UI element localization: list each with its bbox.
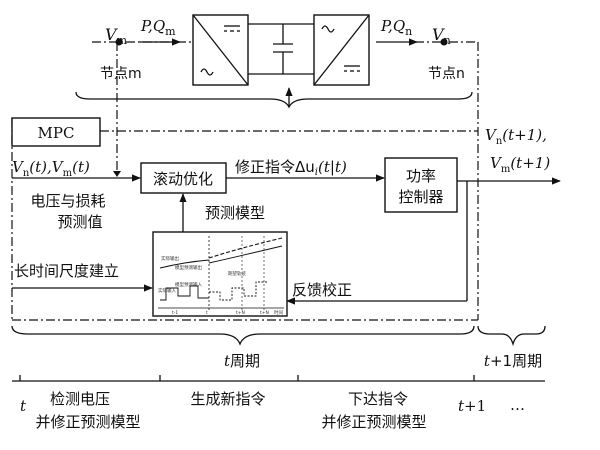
- timeline-ellipsis: …: [510, 396, 525, 414]
- inset-tick-axis: 时间: [274, 309, 283, 316]
- inset-label-traj: 期望轨迹: [228, 270, 246, 277]
- feedback-label: 反馈校正: [292, 281, 352, 299]
- phase3-line2: 并修正预测模型: [321, 413, 426, 431]
- converter-section: Vm P,Qm P,Qn Vn 节点m 节点n: [92, 14, 478, 86]
- output-vm-label: Vm(t+1): [490, 154, 550, 175]
- inset-tick-4: t+N: [260, 310, 269, 316]
- rolling-optimization-label: 滚动优化: [153, 170, 213, 188]
- correction-label: 修正指令Δui(t|t): [235, 158, 347, 178]
- phase1-line1: 检测电压: [50, 390, 110, 408]
- node-n-label: 节点n: [428, 66, 465, 82]
- t-period-brace: [11, 325, 475, 346]
- converter-right: [313, 14, 370, 86]
- inset-tick-2: t: [206, 310, 208, 316]
- prediction-model-inset: 实际输出 模型预测输出 期望轨迹 模型预测输入 实际输入 t-1 t t+N t…: [152, 231, 288, 317]
- inset-tick-1: t-1: [172, 310, 178, 316]
- input-vn-vm-label: Vn(t),Vm(t): [12, 158, 90, 179]
- converter-left: [192, 14, 249, 86]
- phase2-label: 生成新指令: [190, 390, 265, 408]
- phase3-line1: 下达指令: [348, 390, 408, 408]
- voltage-loss-label-2: 预测值: [57, 213, 102, 231]
- voltage-loss-label-1: 电压与损耗: [30, 192, 105, 210]
- t1-period-label: t+1周期: [484, 352, 542, 370]
- inset-label-pred-in: 模型预测输入: [175, 281, 202, 288]
- mpc-label: MPC: [38, 124, 75, 142]
- inset-label-actual-out: 实际输出: [161, 255, 179, 262]
- power-controller-line2: 控制器: [398, 188, 443, 206]
- rolling-optimization-box: [140, 162, 227, 194]
- phase1-line2: 并修正预测模型: [35, 413, 140, 431]
- inset-label-actual-in: 实际输入: [158, 287, 176, 294]
- vn-label: Vn: [432, 25, 451, 47]
- pq-right-label: P,Qn: [380, 17, 412, 38]
- power-controller-line1: 功率: [406, 167, 436, 185]
- prediction-model-label: 预测模型: [205, 204, 265, 222]
- power-controller-box: [384, 157, 458, 213]
- node-n-dot: [440, 38, 448, 46]
- timeline-t1: t+1: [458, 397, 486, 415]
- node-m-label: 节点m: [100, 66, 142, 82]
- down-arrow-node-m: [113, 171, 121, 177]
- timeline-t: t: [20, 397, 27, 415]
- inset-tick-3: t+N: [236, 310, 245, 316]
- output-vn-label: Vn(t+1),: [485, 126, 547, 147]
- t1-period-brace: [477, 325, 546, 347]
- vm-label: Vm: [105, 25, 128, 47]
- long-time-label: 长时间尺度建立: [14, 262, 119, 280]
- pq-left-label: P,Qm: [140, 17, 176, 38]
- mpc-box: [11, 117, 101, 147]
- top-brace: [75, 91, 473, 109]
- t-period-label: t周期: [224, 352, 260, 370]
- capacitor-icon: [273, 24, 293, 74]
- inset-label-pred-out: 模型预测输出: [175, 264, 202, 271]
- timeline: [12, 375, 545, 382]
